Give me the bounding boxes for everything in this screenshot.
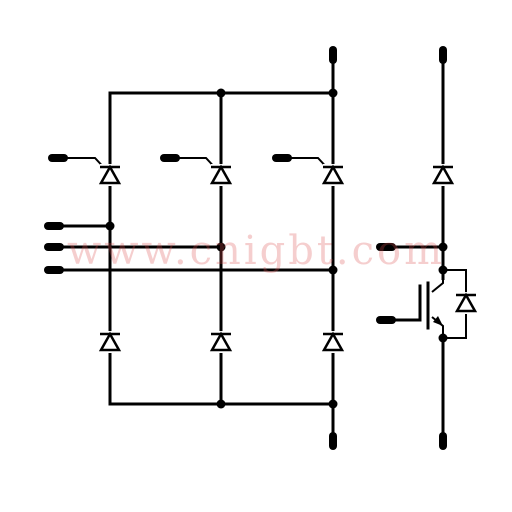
- junction-dot: [216, 88, 226, 98]
- upper-thyristors: [98, 164, 345, 186]
- junction-dot: [438, 333, 448, 343]
- junction-dot: [328, 265, 338, 275]
- bridge-wiring: [53, 53, 335, 442]
- lower-diodes: [98, 331, 345, 353]
- junction-dot: [438, 242, 448, 252]
- bridge-junctions: [105, 88, 338, 409]
- junction-dot: [438, 265, 448, 275]
- bridge-terminals: [44, 46, 337, 450]
- junction-dot: [328, 88, 338, 98]
- brake-chopper: [376, 46, 478, 450]
- junction-dot: [328, 399, 338, 409]
- junction-dot: [216, 242, 226, 252]
- igbt-emitter-arrow: [433, 316, 443, 326]
- junction-dot: [105, 221, 115, 231]
- junction-dot: [216, 399, 226, 409]
